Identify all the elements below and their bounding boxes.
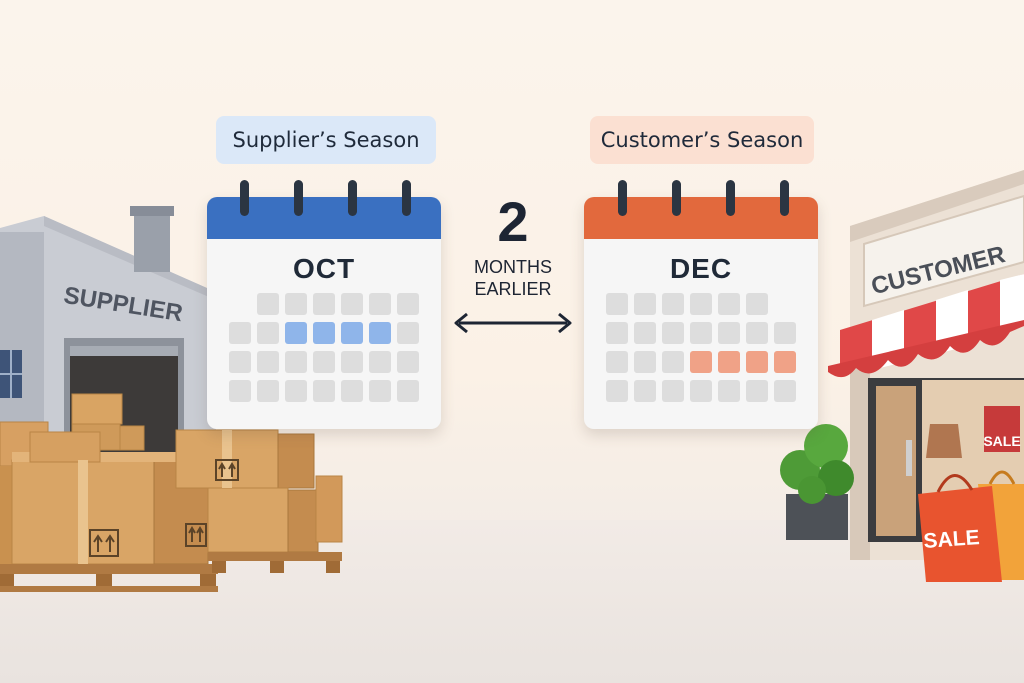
shopping-bag — [918, 470, 1024, 582]
calendar-ring-icon — [402, 180, 411, 216]
striped-awning — [828, 274, 1024, 378]
window-sale-sign: SALE — [983, 433, 1020, 449]
highlighted-day — [369, 322, 391, 344]
wooden-pallet — [208, 552, 342, 573]
supplier-calendar: OCT — [207, 197, 441, 429]
double-arrow-icon — [454, 312, 572, 334]
this-side-up-icon — [215, 459, 239, 481]
highlighted-day — [690, 351, 712, 373]
offset-number: 2 — [497, 190, 529, 253]
highlighted-day — [746, 351, 768, 373]
this-side-up-icon — [89, 529, 119, 557]
offset-caption: MONTHS EARLIER — [458, 256, 568, 300]
highlighted-day — [718, 351, 740, 373]
calendar-ring-icon — [240, 180, 249, 216]
calendar-ring-icon — [672, 180, 681, 216]
calendar-ring-icon — [294, 180, 303, 216]
stacked-boxes — [0, 393, 343, 565]
customer-season-label: Customer’s Season — [590, 116, 814, 164]
potted-plant — [780, 424, 854, 540]
customer-calendar: DEC — [584, 197, 818, 429]
calendar-day-grid — [606, 293, 798, 402]
highlighted-day — [285, 322, 307, 344]
customer-month: DEC — [669, 253, 733, 284]
calendar-day-grid — [229, 293, 421, 402]
highlighted-day — [313, 322, 335, 344]
supplier-month: OCT — [292, 253, 356, 284]
highlighted-day — [774, 351, 796, 373]
offset-line-1: MONTHS — [474, 257, 552, 277]
this-side-up-icon — [185, 523, 207, 547]
highlighted-day — [341, 322, 363, 344]
calendar-ring-icon — [780, 180, 789, 216]
wooden-pallet — [0, 564, 218, 592]
calendar-ring-icon — [348, 180, 357, 216]
bag-sale-label: SALE — [923, 526, 980, 553]
calendar-ring-icon — [618, 180, 627, 216]
offset-line-2: EARLIER — [474, 279, 552, 299]
supplier-season-label: Supplier’s Season — [216, 116, 436, 164]
calendar-ring-icon — [726, 180, 735, 216]
